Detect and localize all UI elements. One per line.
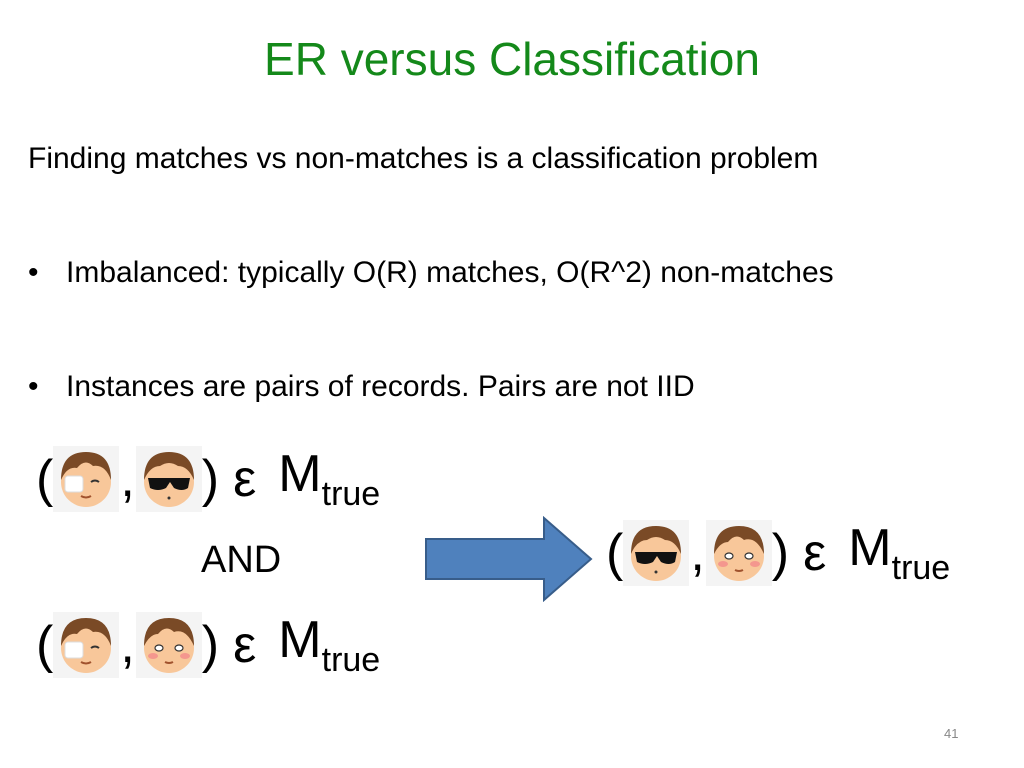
bullet-item: • Instances are pairs of records. Pairs … [28,370,695,403]
open-paren: ( [606,524,624,582]
set-label: Mtrue [278,448,380,511]
implies-arrow-icon [425,516,593,602]
open-paren: ( [36,450,54,508]
match-expression: ( , ) ε Mtrue [36,444,380,514]
close-paren: ) [201,450,220,508]
set-label: Mtrue [848,522,950,585]
intro-text: Finding matches vs non-matches is a clas… [28,142,819,175]
epsilon-symbol: ε [233,616,257,674]
set-subscript: true [321,474,381,513]
bandaged-face-icon [53,446,120,512]
bandaged-face-icon [53,612,120,678]
sunglasses-face-icon [135,446,202,512]
comma: , [690,524,705,582]
open-paren: ( [36,616,54,674]
comma: , [120,450,135,508]
comma: , [120,616,135,674]
epsilon-symbol: ε [233,450,257,508]
bullet-marker: • [28,256,39,289]
set-letter: M [278,444,322,503]
and-label: AND [201,539,282,581]
blushing-face-icon [705,520,772,586]
set-letter: M [278,610,322,669]
slide-title: ER versus Classification [264,33,760,85]
close-paren: ) [771,524,790,582]
bullet-marker: • [28,370,39,403]
match-expression: ( , ) ε Mtrue [36,610,380,680]
result-expression: ( , ) ε Mtrue [606,518,950,588]
set-subscript: true [891,548,951,587]
bullet-text: Imbalanced: typically O(R) matches, O(R^… [66,256,834,289]
close-paren: ) [201,616,220,674]
sunglasses-face-icon [623,520,690,586]
epsilon-symbol: ε [803,524,827,582]
set-label: Mtrue [278,614,380,677]
bullet-item: • Imbalanced: typically O(R) matches, O(… [28,256,834,289]
set-subscript: true [321,640,381,679]
page-number: 41 [944,726,959,741]
blushing-face-icon [135,612,202,678]
bullet-text: Instances are pairs of records. Pairs ar… [66,370,695,403]
set-letter: M [848,518,892,577]
